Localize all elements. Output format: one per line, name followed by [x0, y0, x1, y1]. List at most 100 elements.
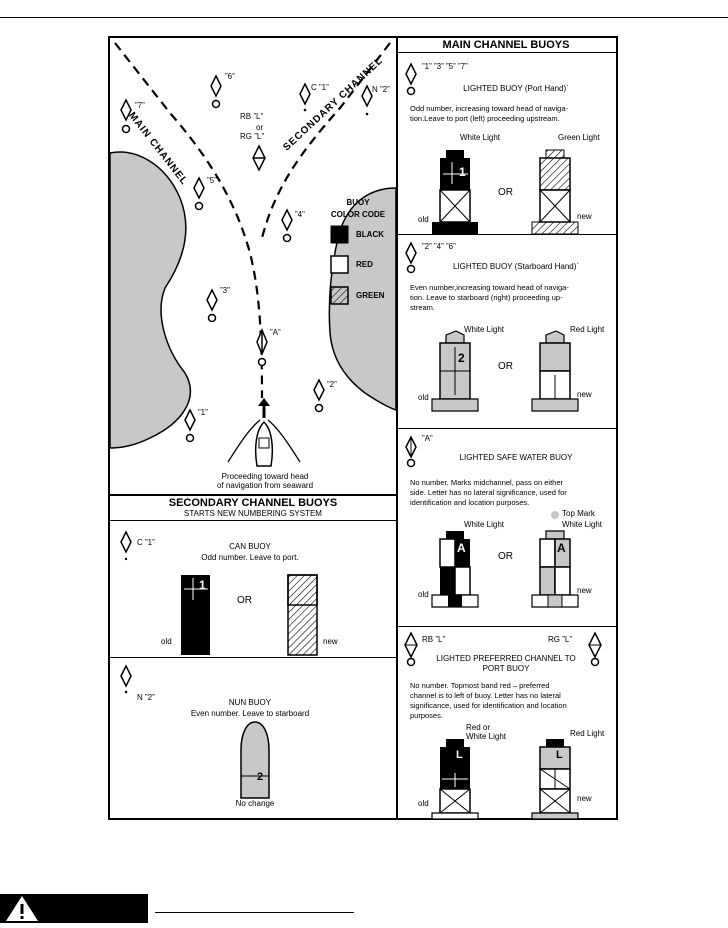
- buoy-label-6: ”6”: [225, 72, 235, 81]
- warning-banner: [0, 894, 148, 923]
- buoy-2: [313, 378, 325, 402]
- starboard-light-right: Red Light: [570, 325, 605, 334]
- color-red-label: RED: [356, 260, 373, 269]
- starboard-light-left: White Light: [464, 325, 505, 334]
- safe-top-mark: Top Mark: [562, 509, 595, 518]
- port-old: old: [418, 215, 429, 224]
- warning-rule: [155, 912, 354, 913]
- port-desc: Odd number, increasing toward head of na…: [410, 104, 569, 123]
- buoy-label-1: ”1”: [198, 408, 208, 417]
- map-buoys: [120, 74, 373, 443]
- preferred-rg: RG ”L”: [548, 635, 572, 644]
- swatch-black: [330, 225, 349, 244]
- starboard-or: OR: [498, 361, 513, 372]
- color-green-label: GREEN: [356, 291, 385, 300]
- warning-icon: [6, 896, 38, 921]
- starboard-drawing: [405, 241, 579, 412]
- can-desc: Odd number. Leave to port.: [201, 553, 299, 562]
- nun-number: 2: [257, 771, 264, 783]
- safe-letter-new: A: [557, 541, 566, 555]
- safe-title: LIGHTED SAFE WATER BUOY: [459, 453, 573, 462]
- safe-new-label: new: [577, 586, 592, 595]
- buoy-label-a: ”A”: [270, 328, 281, 337]
- safe-or: OR: [498, 551, 513, 562]
- safe-water-drawing: [405, 435, 579, 608]
- secondary-title: SECONDARY CHANNEL BUOYS: [168, 497, 338, 509]
- boat: [254, 420, 274, 467]
- port-new: [539, 157, 571, 191]
- safe-letter-old: A: [457, 541, 466, 555]
- channel-map-drawing: [110, 42, 396, 467]
- safe-old: old: [418, 590, 429, 599]
- can-new: [287, 574, 318, 656]
- safe-light-left: White Light: [464, 520, 505, 529]
- port-title: LIGHTED BUOY (Port Hand)`: [463, 84, 569, 93]
- secondary-channel-line: [260, 42, 391, 239]
- buoy-3: [206, 288, 218, 312]
- preferred-channel-drawing: [404, 631, 602, 819]
- nun-desc: Even number. Leave to starboard: [190, 709, 310, 718]
- buoy-1: [184, 408, 196, 432]
- top-mark: [551, 511, 559, 519]
- can-old-label: old: [161, 637, 172, 646]
- preferred-old: old: [418, 799, 429, 808]
- main-channel-section: MAIN CHANNEL BUOYS ”1” ”3” ”5” ”7”: [396, 38, 616, 819]
- left-shore: [110, 151, 191, 449]
- rb-label: RB ”L”: [240, 112, 264, 121]
- starboard-new-label: new: [577, 390, 592, 399]
- nun-buoy: [240, 721, 270, 799]
- port-number: 1: [459, 165, 466, 179]
- nun-caption: No change: [235, 799, 275, 808]
- preferred-rb: RB ”L”: [422, 635, 446, 644]
- buoy-label-c1: C ”1”: [311, 83, 329, 92]
- buoy-label-2: ”2”: [327, 380, 337, 389]
- buoy-chart-frame: MAIN CHANNEL SECONDARY CHANNEL ”7” ”6” C…: [108, 36, 618, 820]
- boat-wake: [227, 419, 301, 463]
- secondary-channel-section: SECONDARY CHANNEL BUOYS STARTS NEW NUMBE…: [110, 494, 398, 818]
- port-hand-drawing: [405, 62, 579, 234]
- buoy-c1: [299, 82, 311, 106]
- port-or: OR: [498, 187, 513, 198]
- rg-label: RG ”L”: [240, 132, 264, 141]
- main-channel-line: [114, 42, 264, 399]
- can-old: [181, 575, 210, 655]
- safe-label: ”A”: [422, 434, 433, 443]
- buoy-6: [210, 74, 222, 98]
- buoy-5: [193, 176, 205, 200]
- safe-light-right: White Light: [562, 520, 603, 529]
- swatch-red: [330, 255, 349, 274]
- buoy-4: [281, 208, 293, 232]
- starboard-number: 2: [458, 351, 465, 365]
- can-number: 1: [199, 578, 206, 592]
- preferred-letter-old: L: [456, 749, 463, 761]
- or-label: or: [256, 123, 264, 132]
- nun-label: N ”2”: [137, 693, 155, 702]
- buoy-label-7: ”7”: [135, 101, 145, 110]
- starboard-old: old: [418, 393, 429, 402]
- safe-desc: No number. Marks midchannel, pass on eit…: [410, 478, 567, 507]
- can-or: OR: [237, 595, 252, 606]
- starboard-title: LIGHTED BUOY (Starboard Hand)`: [452, 262, 580, 271]
- swatch-green: [330, 286, 349, 305]
- starboard-numbers: ”2” ”4” ”6”: [422, 242, 456, 251]
- buoy-label-5: ”5”: [207, 176, 217, 185]
- nun-title: NUN BUOY: [228, 698, 272, 707]
- preferred-new-label: new: [577, 794, 592, 803]
- top-rule: [0, 17, 728, 18]
- color-black-label: BLACK: [356, 230, 384, 239]
- preferred-light-right: Red Light: [570, 729, 605, 738]
- can-new-label: new: [323, 637, 338, 646]
- preferred-letter-new: L: [556, 749, 563, 761]
- buoy-7: [120, 98, 132, 122]
- buoy-n2: [361, 84, 373, 108]
- port-numbers: ”1” ”3” ”5” ”7”: [422, 62, 468, 71]
- can-label: C ”1”: [137, 538, 155, 547]
- channel-map-panel: MAIN CHANNEL SECONDARY CHANNEL ”7” ”6” C…: [110, 38, 398, 494]
- can-title: CAN BUOY: [229, 542, 271, 551]
- can-buoy-drawing: [120, 530, 318, 656]
